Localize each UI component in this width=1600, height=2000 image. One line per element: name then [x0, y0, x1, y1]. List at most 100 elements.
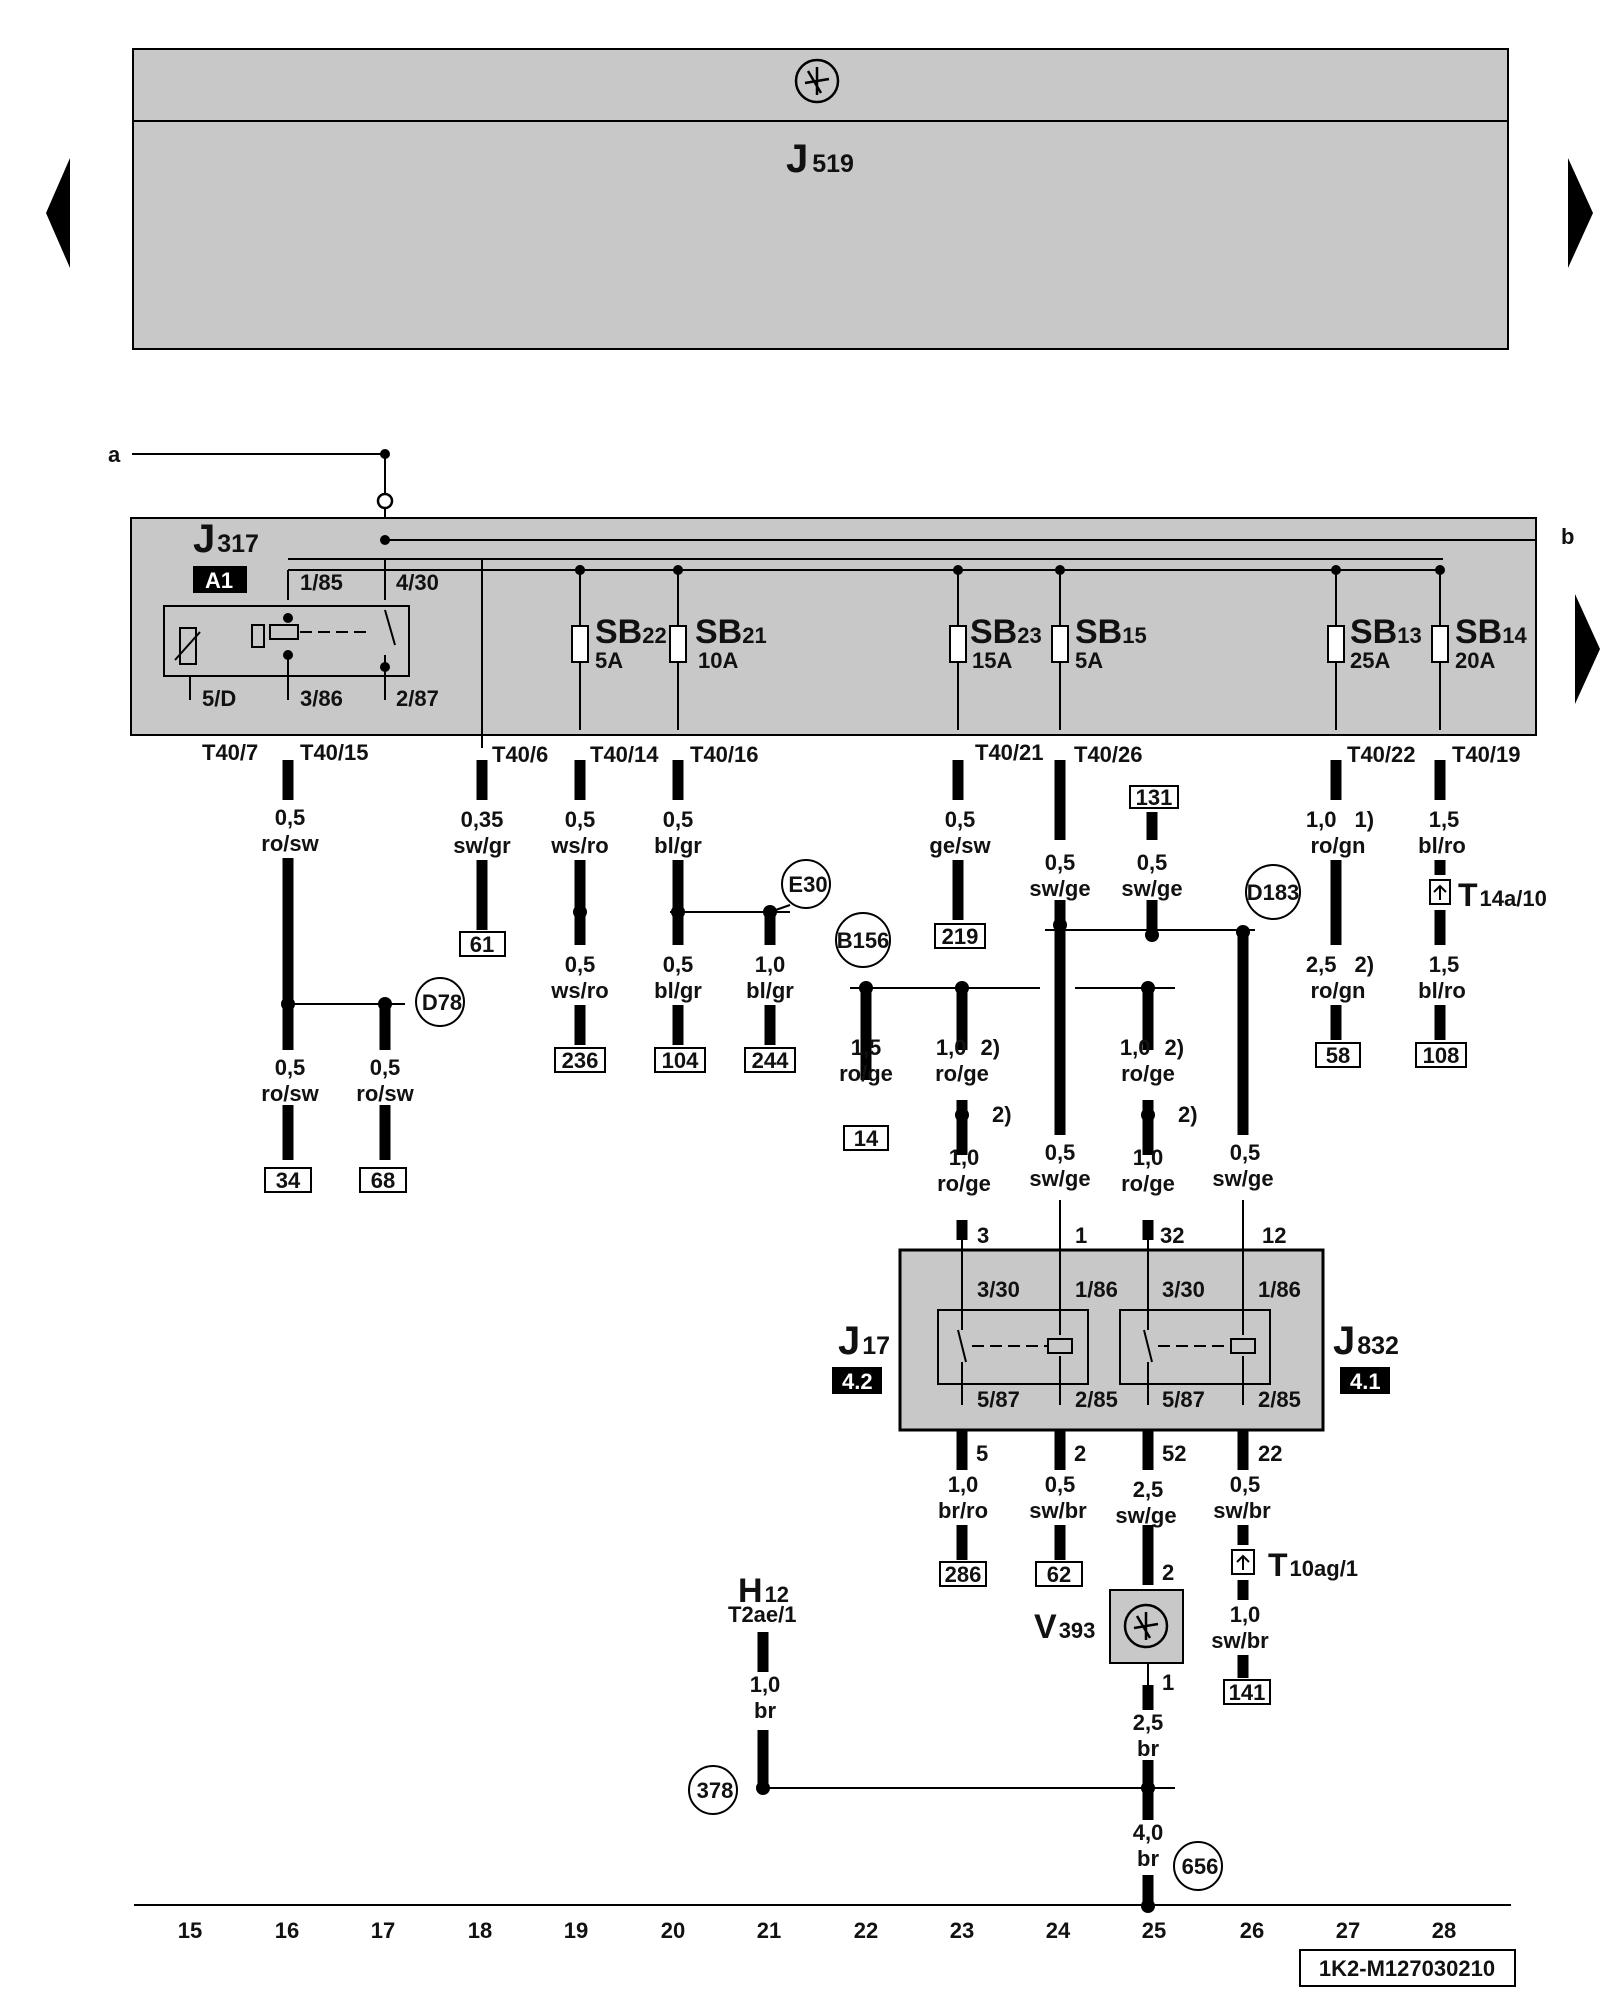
relay-pin: 12: [1262, 1223, 1286, 1248]
wire-label-size: 1,5: [851, 1035, 882, 1060]
track-numbers: 15 16 17 18 19 20 21 22 23 24 25 26 27 2…: [178, 1918, 1456, 1943]
fuse-sb23: SB23 15A: [949, 565, 1042, 730]
relay-label-j832: J832: [1333, 1319, 1399, 1363]
pin-label: 1/85: [300, 570, 343, 595]
wire-label-color: ws/ro: [550, 978, 608, 1003]
wire-label-size: 0,5: [1045, 850, 1076, 875]
terminal-label: T40/6: [492, 742, 548, 767]
wire-label-size: 1,0: [1133, 1145, 1164, 1170]
wire-label-color: ro/ge: [1121, 1061, 1175, 1086]
wire-label-color: ro/gn: [1311, 833, 1366, 858]
track-number: 17: [371, 1918, 395, 1943]
relay-pin: 22: [1258, 1441, 1282, 1466]
wire-label-size: 0,5: [565, 807, 596, 832]
wire-label-color: sw/ge: [1029, 1166, 1090, 1191]
fuse-sb13: SB13 25A: [1327, 565, 1422, 730]
pin-label: 3/86: [300, 686, 343, 711]
track-number: 18: [468, 1918, 492, 1943]
wire-label-color: ro/sw: [356, 1081, 414, 1106]
relay-pin: 5/87: [1162, 1387, 1205, 1412]
wire-label-color: ws/ro: [550, 833, 608, 858]
svg-text:25A: 25A: [1350, 648, 1390, 673]
ref-box-label: 104: [662, 1048, 699, 1073]
wire-label-size: 2,5: [1133, 1477, 1164, 1502]
relay-label-j17: J17: [838, 1319, 890, 1363]
connection-point-label: D78: [422, 990, 462, 1015]
wire-label-color: sw/ge: [1212, 1166, 1273, 1191]
relay-pin: 2: [1074, 1441, 1086, 1466]
relay-pin: 1/86: [1258, 1277, 1301, 1302]
pin-label: 4/30: [396, 570, 439, 595]
connection-point-label: E30: [788, 872, 827, 897]
svg-text:5A: 5A: [1075, 648, 1103, 673]
relay-pin: 5: [976, 1441, 988, 1466]
next-page-icon-secondary[interactable]: [1575, 594, 1600, 704]
wire-label-color: ro/ge: [935, 1061, 989, 1086]
motor-pin: 2: [1162, 1560, 1174, 1585]
reference-boxes: 131 61 236 104 244 219 58 108 14 34 68 2…: [264, 785, 1467, 1705]
connection-point-label: D183: [1247, 880, 1300, 905]
wire-label-size: 1,0: [949, 1145, 980, 1170]
document-id-box: [1299, 1949, 1516, 1987]
wire-label-size: 1,5: [1429, 807, 1460, 832]
wire-label-size: 0,5: [370, 1055, 401, 1080]
wire-label-size: 1,0: [755, 952, 786, 977]
ref-box-label: 219: [942, 924, 979, 949]
line-a-label: a: [108, 442, 121, 467]
track-number: 23: [950, 1918, 974, 1943]
track-number: 25: [1142, 1918, 1166, 1943]
wire-label-size: 0,5: [275, 805, 306, 830]
svg-text:SB15: SB15: [1075, 613, 1147, 651]
next-page-icon[interactable]: [1568, 158, 1593, 268]
ref-box-label: 131: [1136, 785, 1173, 810]
connection-points: E30 B156 D183 D78 378 656: [415, 859, 1301, 1891]
relay-pin: 3/30: [1162, 1277, 1205, 1302]
wire-runs: [282, 760, 1446, 1240]
line-b-label: b: [1561, 524, 1574, 549]
wire-label-color: br/ro: [938, 1498, 988, 1523]
footnote-marker: 2): [992, 1102, 1012, 1127]
connection-point-label: 656: [1182, 1854, 1219, 1879]
wire-label-color: br: [1137, 1736, 1159, 1761]
ref-box-label: 58: [1326, 1043, 1350, 1068]
ref-box-label: 141: [1229, 1680, 1266, 1705]
connector-t14a: T14a/10: [1429, 877, 1547, 913]
terminal-label: T40/16: [690, 742, 759, 767]
ref-box-label: 68: [371, 1168, 395, 1193]
relay-pin: 2/85: [1075, 1387, 1118, 1412]
relay-badge: 4.2: [842, 1369, 873, 1394]
terminal-label: T40/26: [1074, 742, 1143, 767]
relay-pin: 32: [1160, 1223, 1184, 1248]
terminal-label: T40/21: [975, 740, 1044, 765]
terminal-label: T40/15: [300, 740, 369, 765]
wire-label-size: 0,5: [1045, 1140, 1076, 1165]
relay-box-label: J317: [193, 517, 259, 561]
wire-label-size: 0,5: [945, 807, 976, 832]
wire-label-color: sw/br: [1211, 1628, 1269, 1653]
pin-label: 2/87: [396, 686, 439, 711]
wire-label-size: 0,5: [1045, 1472, 1076, 1497]
relay-pin: 1: [1075, 1223, 1087, 1248]
relay-pin: 2/85: [1258, 1387, 1301, 1412]
wire-label-color: br: [1137, 1846, 1159, 1871]
connector-t10ag: T10ag/1: [1231, 1547, 1358, 1583]
wire-label-color: ro/sw: [261, 1081, 319, 1106]
track-number: 22: [854, 1918, 878, 1943]
track-number: 16: [275, 1918, 299, 1943]
wire-label-color: bl/ro: [1418, 833, 1466, 858]
svg-text:SB22: SB22: [595, 613, 667, 651]
relay-pin: 52: [1162, 1441, 1186, 1466]
svg-text:20A: 20A: [1455, 648, 1495, 673]
ref-box-label: 14: [854, 1126, 879, 1151]
ref-box-label: 61: [470, 932, 494, 957]
fuse-relay-box: [130, 517, 1537, 736]
prev-page-icon[interactable]: [46, 158, 70, 268]
fuse-sb21: SB21 10A: [669, 565, 767, 730]
svg-text:SB14: SB14: [1455, 613, 1527, 651]
terminal-label: T40/22: [1347, 742, 1416, 767]
track-number: 15: [178, 1918, 202, 1943]
wire-label-color: sw/br: [1213, 1498, 1271, 1523]
